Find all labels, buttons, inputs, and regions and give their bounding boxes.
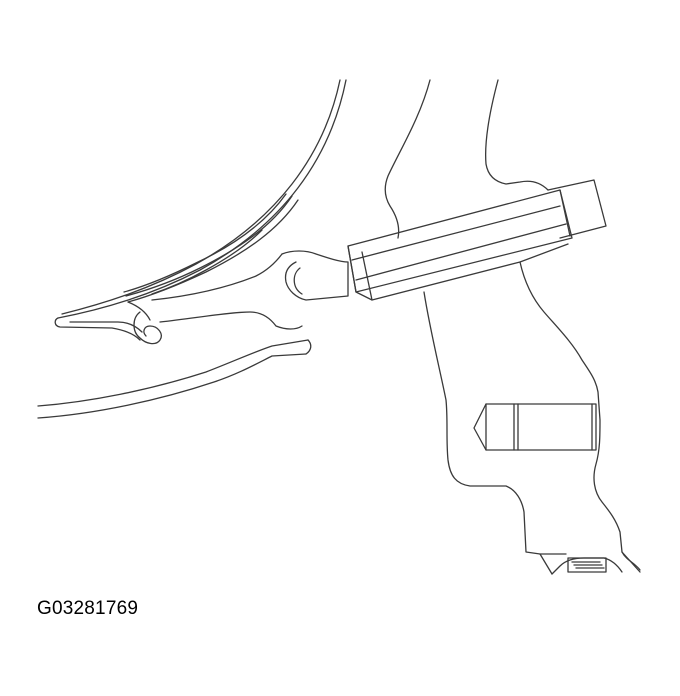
plug-pin [473, 403, 597, 451]
plug-body [473, 403, 597, 451]
rod-shaft-inner [351, 205, 561, 261]
case-right-body [519, 261, 641, 571]
rod-end-cap-inner [559, 189, 571, 237]
drum-arc-5 [123, 193, 287, 293]
rod-end-cap [547, 179, 607, 239]
case-lower-body [423, 291, 567, 555]
rod-collar [347, 245, 373, 301]
drum-arc-4 [125, 195, 293, 297]
band-tip-outline [54, 317, 141, 341]
servo-rod [347, 179, 607, 301]
drum-arc-inner [151, 229, 263, 295]
band-tip-inner [69, 321, 143, 333]
band-loop [133, 311, 162, 345]
thread-detail [567, 557, 607, 573]
thread-box [567, 557, 607, 573]
fork-lower-edge [159, 311, 303, 330]
drum-arc-outer [57, 79, 347, 319]
drum-arc-3 [127, 199, 299, 303]
lower-band-arm [37, 339, 312, 419]
lower-band-top [37, 339, 309, 407]
case-left-contour [384, 79, 431, 239]
fork-jaw [281, 250, 349, 301]
fork-lever [151, 250, 349, 330]
figure-id-label: G03281769 [37, 598, 139, 619]
lower-band-bottom [37, 353, 307, 419]
fork-upper-edge [151, 253, 283, 301]
rod-lower-edge [371, 243, 569, 301]
fork-jaw-inner [293, 267, 303, 295]
case-right-contour-top [484, 79, 549, 191]
drum-housing-arcs [57, 79, 347, 319]
case-casting [384, 79, 641, 575]
drum-arc-2 [61, 79, 341, 315]
lower-band-end [305, 339, 312, 355]
case-bottom-right [621, 551, 641, 573]
rod-shaft [347, 189, 573, 293]
case-bottom-line [539, 553, 553, 575]
rod-shaft-inner-2 [355, 223, 567, 281]
band-tip [54, 301, 162, 345]
band-loop-link [127, 301, 151, 321]
